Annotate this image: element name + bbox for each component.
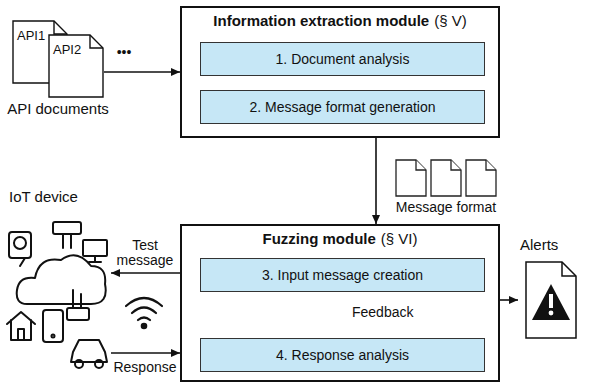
flow-arrow bbox=[104, 71, 180, 73]
module-title: Fuzzing module bbox=[262, 230, 375, 247]
edge-label: Test message bbox=[112, 238, 178, 269]
group-heading: IoT device bbox=[9, 188, 78, 205]
process-box: 2. Message format generation bbox=[200, 90, 485, 124]
document-icon: API2 bbox=[48, 34, 104, 98]
module-heading: Information extraction module (§ V) bbox=[182, 12, 498, 29]
document-name: API1 bbox=[17, 28, 45, 43]
edge-label: Response bbox=[110, 360, 180, 375]
module-box: Information extraction module (§ V) 1. Doc… bbox=[180, 6, 500, 138]
caption-label: API documents bbox=[6, 100, 110, 117]
alert-icon: Alerts bbox=[518, 236, 598, 344]
module-heading: Fuzzing module (§ VI) bbox=[182, 230, 498, 247]
module-box: Fuzzing module (§ VI) 3. Input message cre… bbox=[180, 224, 500, 382]
iot-illustration bbox=[5, 212, 111, 380]
process-box: 4. Response analysis bbox=[200, 338, 485, 372]
alert-document bbox=[518, 260, 598, 344]
section-ref: (§ VI) bbox=[381, 230, 418, 247]
wifi-symbol bbox=[126, 298, 162, 328]
process-box: 3. Input message creation bbox=[200, 258, 485, 292]
ellipsis-mark: ••• bbox=[106, 44, 142, 60]
flow-arrow bbox=[375, 138, 377, 224]
group-heading: Alerts bbox=[520, 236, 558, 253]
process-box: 1. Document analysis bbox=[200, 42, 485, 76]
step-label: 4. Response analysis bbox=[276, 347, 409, 363]
edge-label: Feedback bbox=[352, 305, 422, 320]
caption-label: Message format bbox=[388, 199, 504, 215]
step-label: 3. Input message creation bbox=[262, 267, 423, 283]
step-label: 2. Message format generation bbox=[250, 99, 436, 115]
section-ref: (§ V) bbox=[434, 12, 467, 29]
iot-device-group: IoT device bbox=[5, 188, 111, 380]
module-title: Information extraction module bbox=[213, 12, 429, 29]
step-label: 1. Document analysis bbox=[276, 51, 410, 67]
flow-arrow bbox=[111, 272, 180, 274]
flow-arrow bbox=[111, 352, 180, 354]
message-format-icons bbox=[396, 160, 496, 196]
flow-arrow bbox=[500, 299, 518, 301]
document-name: API2 bbox=[53, 42, 81, 57]
